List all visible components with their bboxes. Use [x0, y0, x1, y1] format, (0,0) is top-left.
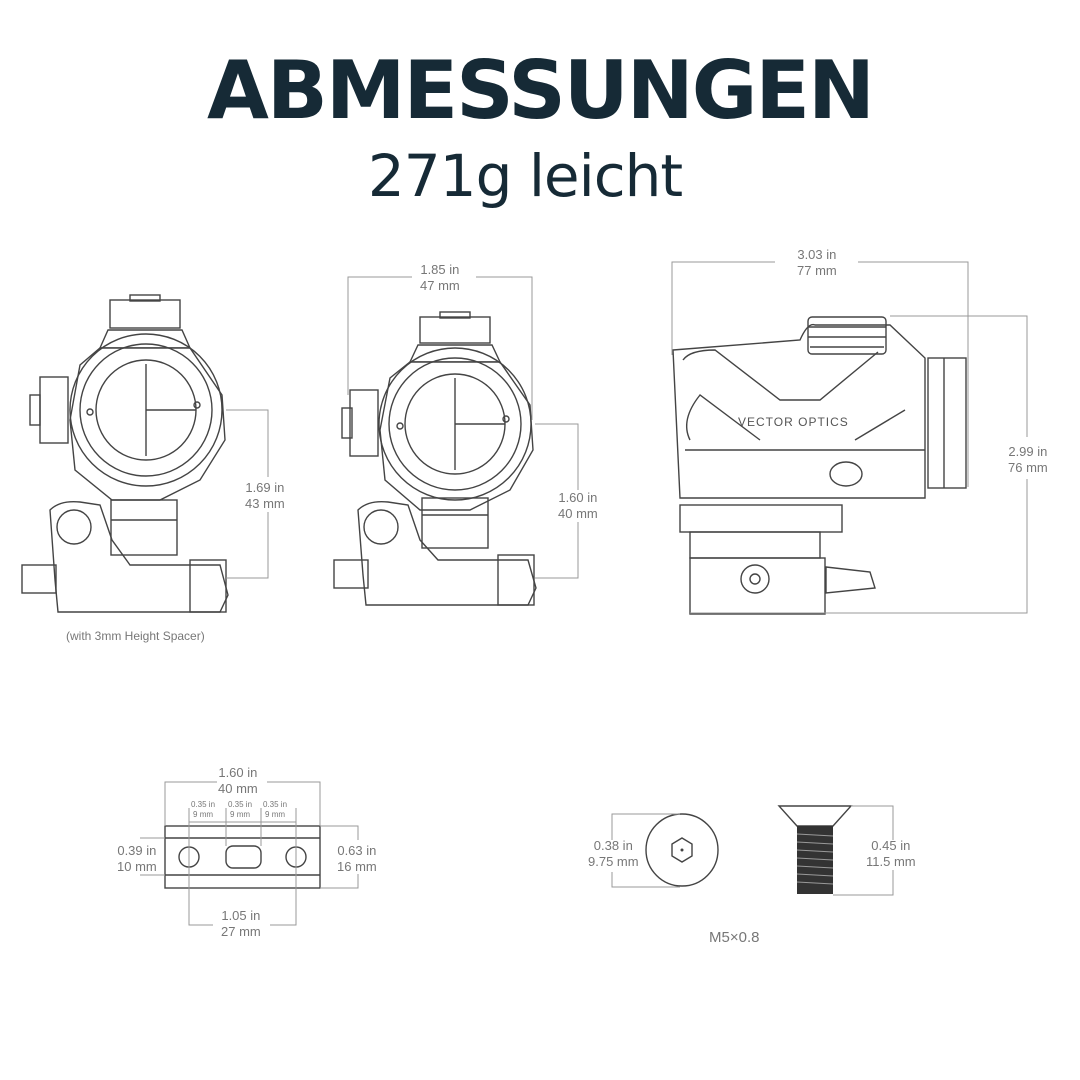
weight-subtitle: 271g leicht — [367, 142, 683, 210]
width-dimension-line — [347, 276, 533, 420]
length-dimension-line — [671, 261, 969, 487]
screw-thread-label: M5×0.8 — [709, 929, 760, 946]
front-view-spacer-drawing — [21, 294, 229, 613]
height-spacer-note: (with 3mm Height Spacer) — [66, 629, 205, 643]
screw-drawing — [645, 805, 853, 894]
height-dimension-line — [226, 409, 269, 579]
page-title: ABMESSUNGEN — [207, 44, 875, 137]
brand-logo-text: VECTOR OPTICS — [738, 415, 849, 429]
side-view-drawing — [672, 316, 967, 615]
front-view-drawing — [333, 311, 537, 606]
height-dimension-line — [690, 315, 1028, 614]
spacer-drawing — [164, 825, 321, 889]
height-dimension-line — [535, 423, 579, 579]
